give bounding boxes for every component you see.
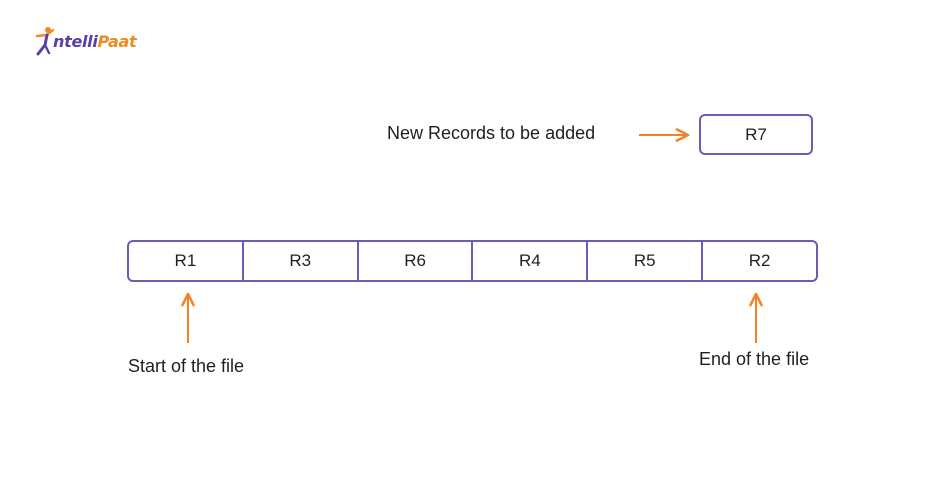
file-record-cell: R4 bbox=[473, 242, 589, 280]
file-records-strip: R1 R3 R6 R4 R5 R2 bbox=[127, 240, 818, 282]
start-of-file-label: Start of the file bbox=[128, 356, 245, 376]
file-record-cell: R3 bbox=[244, 242, 359, 280]
logo-text: ntelliPaat bbox=[53, 31, 137, 51]
intellipaat-logo: ntelliPaat bbox=[34, 26, 137, 56]
file-record-cell: R1 bbox=[129, 242, 244, 280]
end-of-file-label: End of the file bbox=[699, 349, 810, 369]
intellipaat-figure-icon bbox=[35, 27, 55, 56]
file-record-cell: R6 bbox=[359, 242, 474, 280]
new-records-label: New Records to be added bbox=[387, 123, 596, 143]
file-record-cell: R5 bbox=[588, 242, 704, 280]
file-record-cell: R2 bbox=[748, 251, 771, 270]
new-record-box: R7 bbox=[699, 114, 813, 155]
